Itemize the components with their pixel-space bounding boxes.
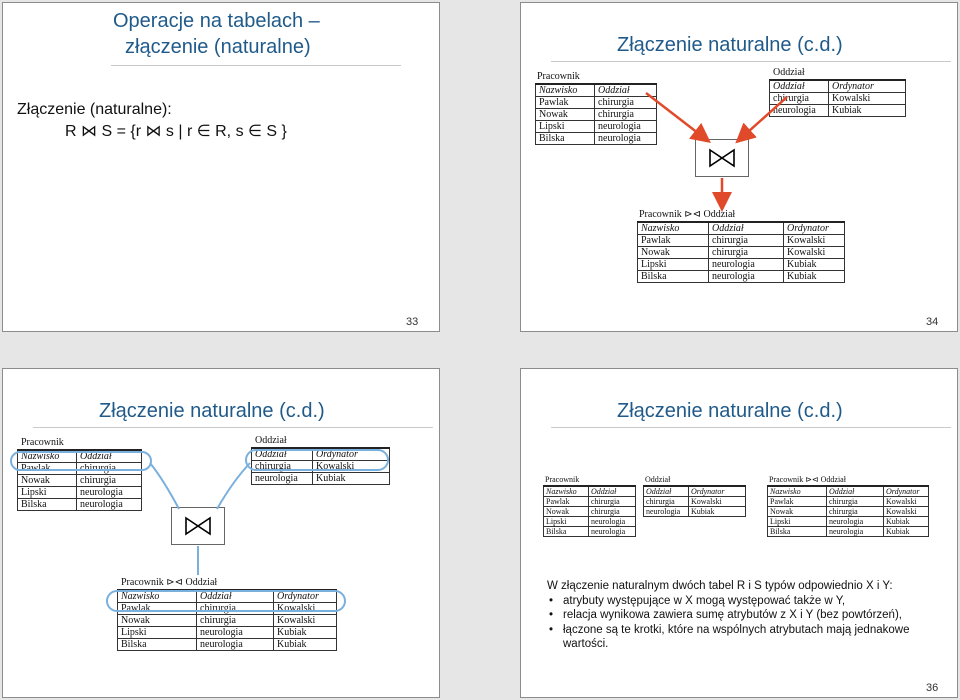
explanation-text: W złączenie naturalnym dwóch tabel R i S… [547,579,942,652]
title-underline [551,61,951,62]
oddzial-caption: Oddział [255,435,287,446]
joined-caption: Pracownik ⊳⊲ Oddział [121,577,218,588]
title-underline [111,65,401,66]
page-number: 34 [926,316,939,328]
pracownik-caption: Pracownik [21,437,64,448]
bowtie-join-icon [709,148,735,168]
definition-formula: R ⋈ S = {r ⋈ s | r ∈ R, s ∈ S } [65,123,287,140]
page-number: 33 [406,316,419,328]
joined-caption: Pracownik ⊳⊲ Oddział [769,475,846,484]
join-operator [171,507,225,545]
slide-title: Złączenie naturalne (c.d.) [617,400,843,422]
slide-title-line2: złączenie (naturalne) [125,36,311,58]
explanation-intro: W złączenie naturalnym dwóch tabel R i S… [547,580,893,592]
list-item: łączone są te krotki, które na wspólnych… [549,623,942,652]
slide-title: Złączenie naturalne (c.d.) [99,400,325,422]
oddzial-caption: Oddział [773,67,805,78]
list-item: atrybuty występujące w X mogą występować… [549,594,942,609]
slide-35: Złączenie naturalne (c.d.) Pracownik Naz… [2,368,440,698]
connector-right [216,462,251,510]
list-item: relacja wynikowa zawiera sumę atrybutów … [549,608,942,623]
connector-left [149,462,180,510]
definition-label: Złączenie (naturalne): [17,101,172,118]
definition: Złączenie (naturalne): R ⋈ S = {r ⋈ s | … [17,99,287,143]
page-number: 36 [926,682,939,694]
title-underline [33,427,433,428]
slide-33: Operacje na tabelach – złączenie (natura… [2,2,440,332]
bowtie-join-icon [185,516,211,536]
join-operator [695,139,749,177]
slide-34: Złączenie naturalne (c.d.) Pracownik Naz… [520,2,958,332]
oddzial-caption: Oddział [645,475,671,484]
title-underline [551,427,951,428]
slide-title: Złączenie naturalne (c.d.) [617,34,843,56]
pracownik-caption: Pracownik [537,71,580,82]
explanation-list: atrybuty występujące w X mogą występować… [547,594,942,652]
slide-36: Złączenie naturalne (c.d.) Pracownik Naz… [520,368,958,698]
slide-title-line1: Operacje na tabelach – [113,10,320,32]
joined-caption: Pracownik ⊳⊲ Oddział [639,209,736,220]
pracownik-caption: Pracownik [545,475,580,484]
